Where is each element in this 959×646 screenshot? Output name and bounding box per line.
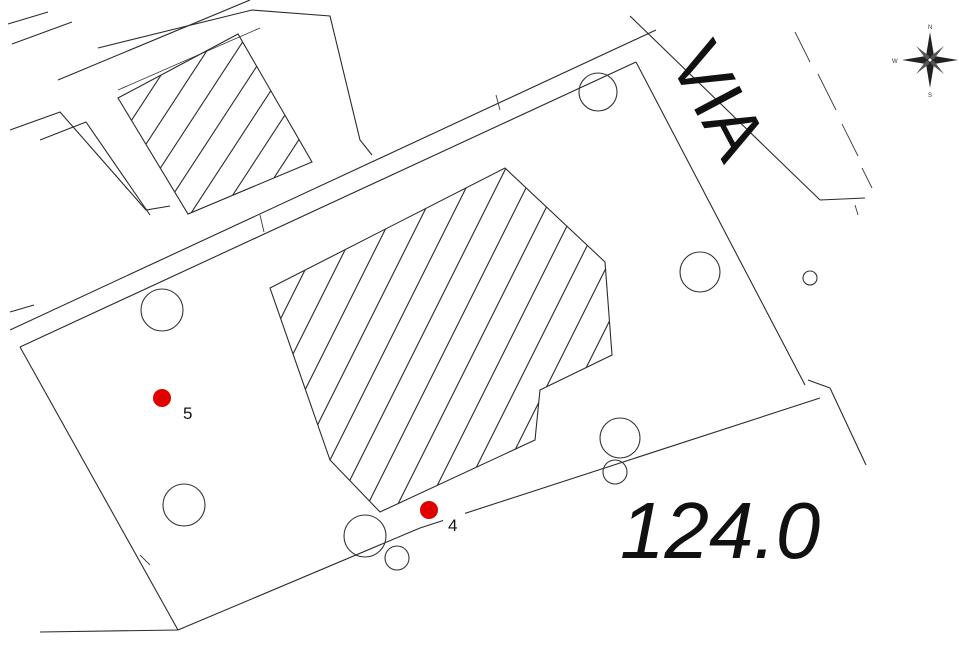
elevation-label: 124.0 bbox=[620, 486, 820, 575]
survey-point-4[interactable]: 4 bbox=[420, 501, 465, 538]
compass-south-label: S bbox=[928, 93, 932, 99]
tree bbox=[802, 270, 818, 286]
compass-rose-icon: N S W bbox=[892, 25, 958, 99]
point-marker[interactable] bbox=[420, 501, 438, 519]
tree bbox=[343, 514, 387, 558]
survey-point-5[interactable]: 5 bbox=[153, 389, 200, 426]
parcel-lines bbox=[9, 15, 867, 633]
trees bbox=[140, 72, 818, 571]
point-marker[interactable] bbox=[153, 389, 171, 407]
upper-left-block bbox=[7, 0, 373, 216]
tree bbox=[162, 483, 206, 527]
street-label: VIA bbox=[654, 29, 784, 174]
tree bbox=[679, 251, 721, 293]
compass-west-label: W bbox=[892, 59, 898, 65]
tree bbox=[384, 545, 410, 571]
point-label: 5 bbox=[183, 404, 192, 423]
hatched-building-small bbox=[117, 33, 313, 215]
tree bbox=[140, 288, 184, 332]
tree bbox=[599, 417, 641, 459]
tree bbox=[578, 72, 618, 112]
compass-north-label: N bbox=[928, 25, 932, 31]
tree bbox=[602, 459, 628, 485]
road-edge-dashed bbox=[794, 31, 873, 189]
point-label: 4 bbox=[448, 516, 457, 535]
